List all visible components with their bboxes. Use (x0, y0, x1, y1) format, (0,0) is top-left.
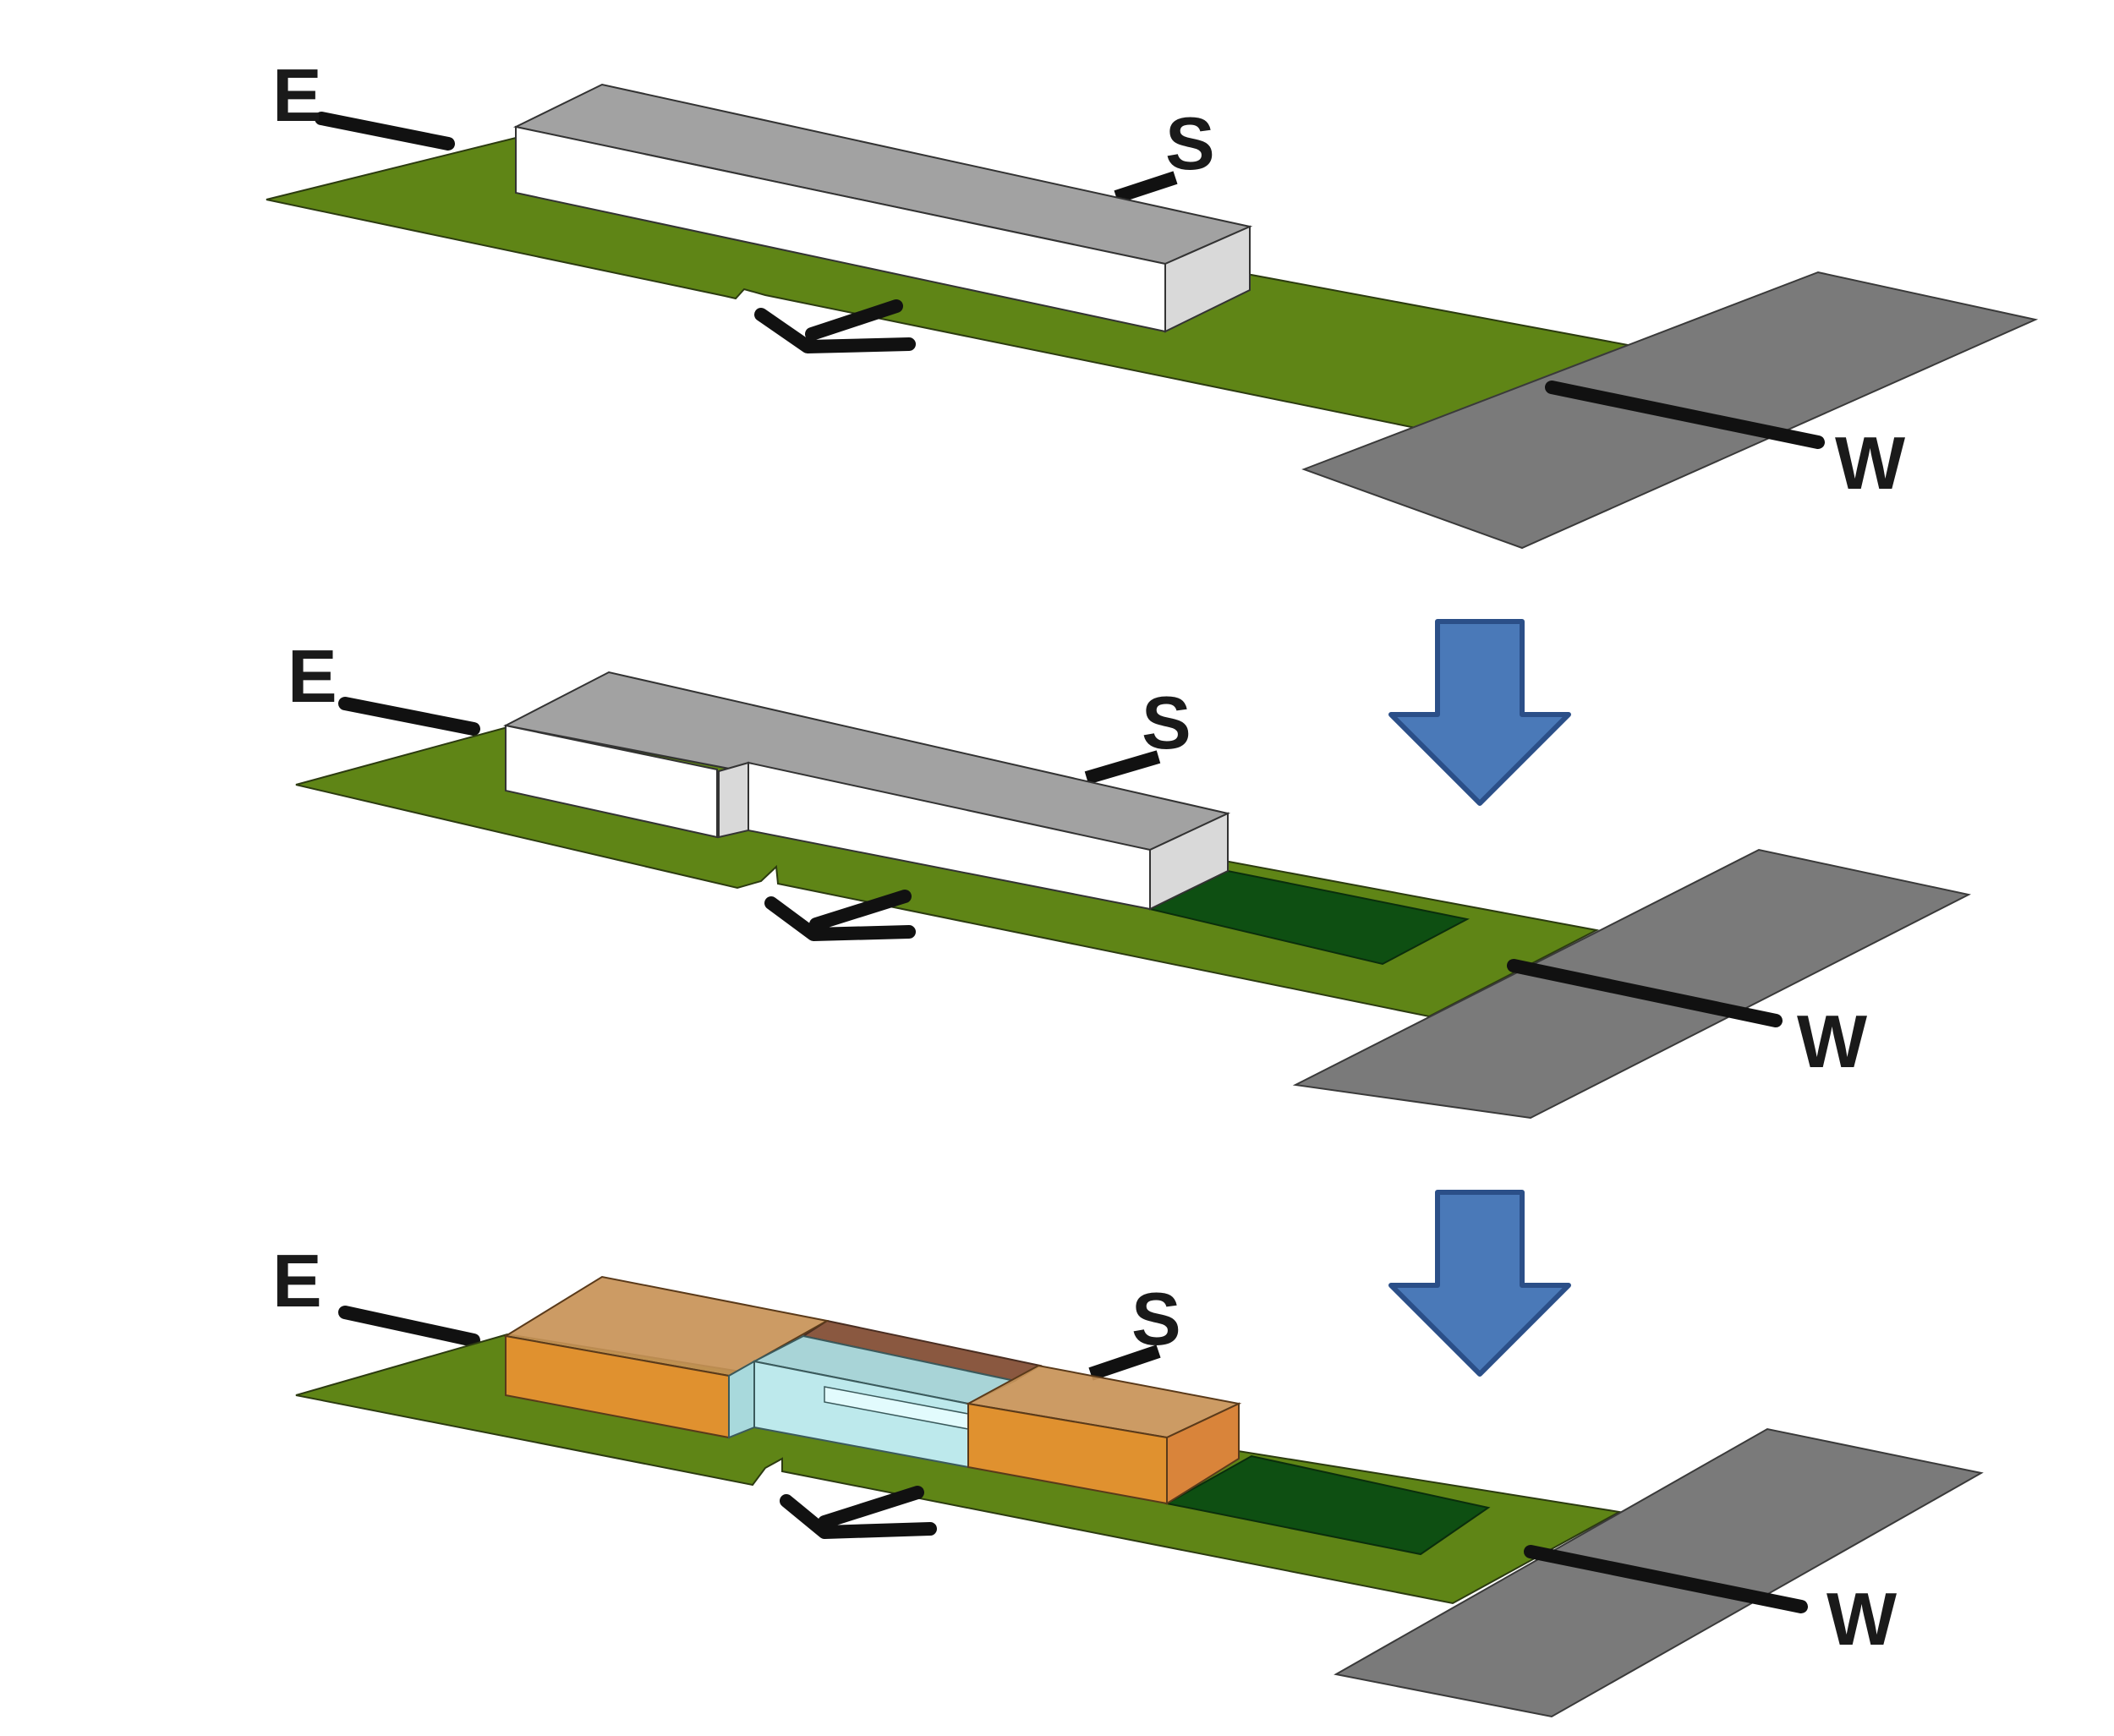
north-arrow-icon (754, 299, 916, 353)
west-axis-line (1507, 959, 1783, 1027)
volume-right-side (1166, 1402, 1240, 1505)
garden-plot (1164, 1454, 1491, 1556)
north-arrow-icon (764, 890, 916, 941)
panel-3: E S W (272, 1239, 1984, 1718)
panel-1: E S W (266, 53, 2039, 550)
mass-side (1164, 225, 1251, 333)
east-axis-line (315, 112, 455, 151)
mass-front-left (505, 724, 718, 839)
south-axis-line (1088, 1344, 1161, 1381)
label-east: E (288, 634, 337, 718)
arrow-down-icon (1388, 619, 1571, 806)
mass-side (1149, 812, 1229, 911)
arrow-down-icon (1388, 1190, 1571, 1377)
mass-step-side (718, 761, 749, 839)
label-south: S (1131, 1277, 1181, 1361)
label-west: W (1826, 1577, 1897, 1661)
east-axis-line (338, 1306, 480, 1347)
label-east: E (272, 53, 322, 137)
label-east: E (272, 1239, 322, 1323)
east-axis-line (338, 697, 480, 736)
south-axis-line (1114, 171, 1178, 204)
label-south: S (1165, 101, 1215, 185)
south-axis-line (1084, 750, 1161, 785)
label-south: S (1142, 681, 1191, 764)
label-west: W (1835, 421, 1905, 505)
west-axis-line (1524, 1545, 1808, 1613)
glass-volume-side (728, 1360, 755, 1439)
label-west: W (1797, 999, 1867, 1083)
west-axis-line (1545, 381, 1825, 449)
panel-2: E S W (288, 634, 1971, 1120)
north-arrow-icon (780, 1486, 937, 1539)
